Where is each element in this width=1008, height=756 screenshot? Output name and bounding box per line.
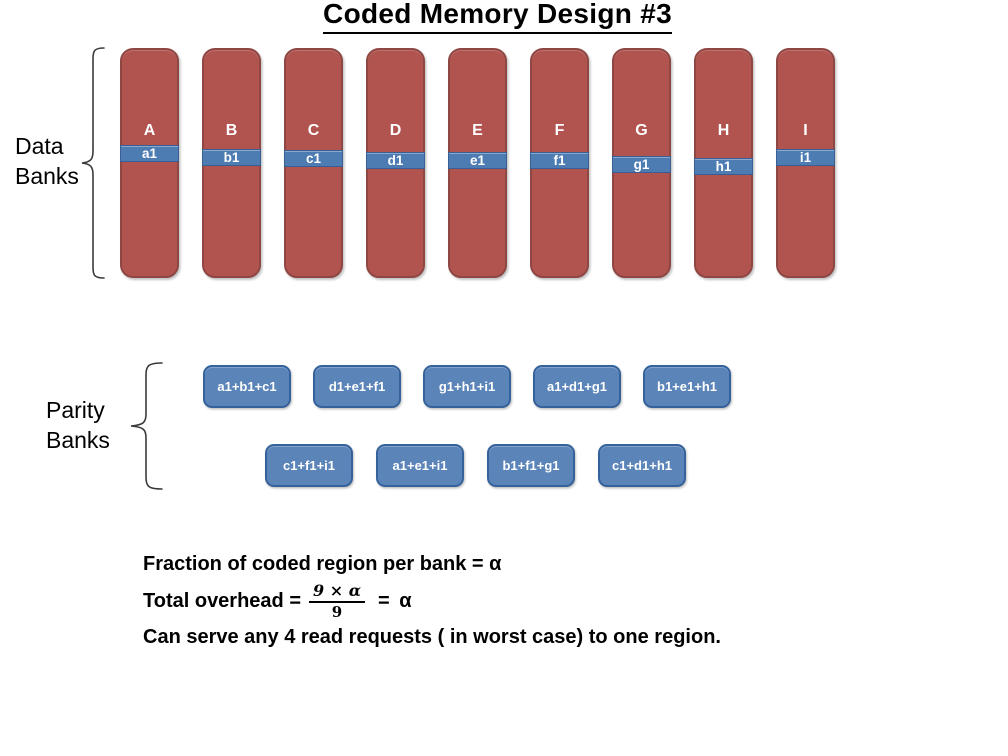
parity-bank: a1+d1+g1 — [533, 365, 621, 408]
parity-bank: a1+b1+c1 — [203, 365, 291, 408]
data-bank-a: A a1 — [120, 48, 179, 278]
bank-letter: F — [554, 122, 565, 139]
bank-letter: E — [472, 122, 483, 139]
fraction-denominator: 9 — [331, 603, 343, 621]
overhead-prefix: Total overhead = — [143, 589, 302, 612]
parity-bank: b1+e1+h1 — [643, 365, 731, 408]
note-total-overhead: Total overhead = 9 × α 9 = α — [143, 582, 414, 621]
bank-cell-stripe: d1 — [366, 152, 425, 169]
bank-cell-stripe: h1 — [694, 158, 753, 175]
bank-letter: C — [307, 122, 320, 139]
data-bank-g: G g1 — [612, 48, 671, 278]
bank-cell-stripe: f1 — [530, 152, 589, 169]
data-bank-b: B b1 — [202, 48, 261, 278]
note-fraction-per-bank: Fraction of coded region per bank = α — [143, 553, 502, 575]
parity-row-1: a1+b1+c1 d1+e1+f1 g1+h1+i1 a1+d1+g1 b1+e… — [203, 365, 731, 408]
parity-bank: d1+e1+f1 — [313, 365, 401, 408]
bank-letter: G — [635, 122, 648, 139]
bank-cell-stripe: g1 — [612, 156, 671, 173]
bank-letter: D — [389, 122, 402, 139]
slide-title-row: Coded Memory Design #3 — [0, 0, 1008, 34]
parity-banks-label: Parity Banks — [46, 397, 110, 453]
data-banks-brace-icon — [81, 47, 105, 279]
bank-cell-stripe: a1 — [120, 145, 179, 162]
slide-title: Coded Memory Design #3 — [323, 0, 672, 34]
bank-cell-stripe: e1 — [448, 152, 507, 169]
bank-cell-stripe: c1 — [284, 150, 343, 167]
overhead-fraction: 9 × α 9 — [309, 582, 366, 621]
note-serve-requests: Can serve any 4 read requests ( in worst… — [143, 626, 721, 648]
data-bank-h: H h1 — [694, 48, 753, 278]
bank-cell-stripe: b1 — [202, 149, 261, 166]
data-bank-f: F f1 — [530, 48, 589, 278]
bank-cell-stripe: i1 — [776, 149, 835, 166]
parity-bank: g1+h1+i1 — [423, 365, 511, 408]
data-banks-label: Data Banks — [15, 133, 79, 189]
bank-letter: A — [143, 122, 156, 139]
data-banks-row: A a1 B b1 C c1 D d1 E e1 F f1 G g1 H h1 — [120, 48, 835, 278]
parity-banks-brace-icon — [130, 362, 163, 490]
parity-bank: a1+e1+i1 — [376, 444, 464, 487]
parity-bank: b1+f1+g1 — [487, 444, 575, 487]
parity-bank: c1+f1+i1 — [265, 444, 353, 487]
parity-bank: c1+d1+h1 — [598, 444, 686, 487]
data-bank-e: E e1 — [448, 48, 507, 278]
fraction-numerator: 9 × α — [309, 582, 366, 603]
bank-letter: B — [225, 122, 238, 139]
parity-row-2: c1+f1+i1 a1+e1+i1 b1+f1+g1 c1+d1+h1 — [265, 444, 686, 487]
data-bank-d: D d1 — [366, 48, 425, 278]
bank-letter: I — [803, 122, 808, 139]
bank-letter: H — [717, 122, 730, 139]
data-bank-i: I i1 — [776, 48, 835, 278]
overhead-result: = α — [378, 589, 414, 612]
data-bank-c: C c1 — [284, 48, 343, 278]
